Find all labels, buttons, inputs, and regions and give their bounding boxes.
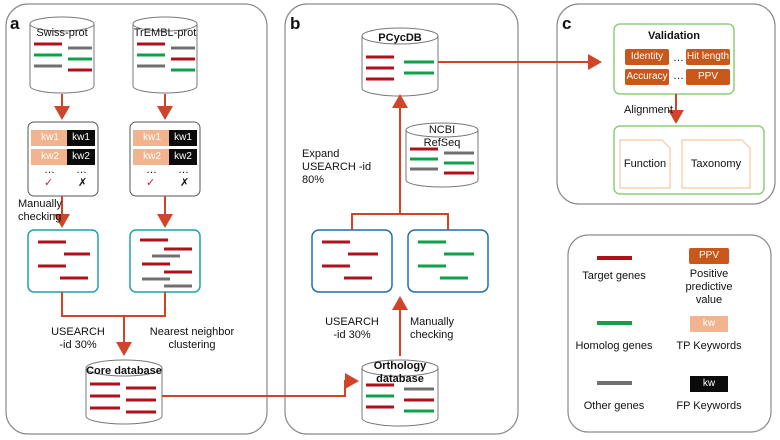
gene-box-right bbox=[129, 229, 201, 293]
kw2-tp-left: kw2 bbox=[31, 149, 69, 165]
hit-length-pill: Hit length bbox=[686, 49, 730, 65]
dots-c-1: … bbox=[673, 52, 684, 64]
ncbi-refseq-cylinder bbox=[405, 122, 479, 188]
usearch-label-a: USEARCH -id 30% bbox=[51, 326, 105, 351]
pcycdb-label: PCycDB bbox=[378, 32, 422, 44]
check-mark-right: ✓ bbox=[146, 177, 156, 189]
legend-tp-badge: kw bbox=[690, 316, 728, 332]
panel-b-arrows bbox=[351, 54, 602, 356]
legend-homolog-label: Homolog genes bbox=[575, 340, 653, 352]
kw1-fp-right: kw1 bbox=[169, 130, 197, 146]
expand-usearch-label: Expand USEARCH -id 80% bbox=[302, 148, 372, 186]
function-doc-icon bbox=[619, 139, 671, 189]
swiss-prot-label: Swiss-prot bbox=[36, 27, 88, 39]
pcycdb-cylinder bbox=[361, 27, 439, 97]
legend-target-label: Target genes bbox=[582, 270, 646, 282]
panel-label-a: a bbox=[10, 14, 20, 33]
legend-fp-desc: FP Keywords bbox=[676, 400, 742, 412]
panel-a-arrows bbox=[54, 94, 359, 397]
legend-frame bbox=[567, 234, 772, 433]
legend-tp-desc: TP Keywords bbox=[676, 340, 742, 352]
gene-box-target bbox=[311, 229, 393, 293]
panel-c-frame bbox=[556, 3, 776, 205]
core-database-label: Core database bbox=[86, 365, 162, 377]
panel-a-frame bbox=[5, 3, 268, 435]
alignment-label: Alignment bbox=[624, 104, 673, 116]
accuracy-pill: Accuracy bbox=[625, 69, 669, 85]
kw2-fp-left: kw2 bbox=[67, 149, 95, 165]
gene-box-homolog bbox=[407, 229, 489, 293]
taxonomy-label: Taxonomy bbox=[690, 158, 742, 170]
dots-right-2: … bbox=[178, 164, 189, 176]
gene-box-left bbox=[27, 229, 99, 293]
identity-pill: Identity bbox=[625, 49, 669, 65]
panel-b-frame bbox=[284, 3, 519, 435]
kw2-fp-right: kw2 bbox=[169, 149, 197, 165]
cross-mark-left: ✗ bbox=[78, 177, 88, 189]
orthology-database-label: Orthology database bbox=[373, 360, 427, 385]
kw1-tp-right: kw1 bbox=[133, 130, 171, 146]
check-mark-left: ✓ bbox=[44, 177, 54, 189]
ncbi-refseq-label: NCBI RefSeq bbox=[423, 124, 461, 149]
trembl-prot-cylinder bbox=[132, 16, 198, 94]
legend-other-label: Other genes bbox=[583, 400, 645, 412]
dots-right-1: … bbox=[146, 164, 157, 176]
kw2-tp-right: kw2 bbox=[133, 149, 171, 165]
legend-ppv-desc: Positive predictive value bbox=[685, 268, 733, 306]
core-database-cylinder bbox=[85, 359, 163, 425]
function-label: Function bbox=[623, 158, 667, 170]
trembl-prot-label: TrEMBL-prot bbox=[133, 27, 197, 39]
kw1-tp-left: kw1 bbox=[31, 130, 69, 146]
nearest-neighbor-label: Nearest neighbor clustering bbox=[149, 326, 235, 351]
dots-left-1: … bbox=[44, 164, 55, 176]
usearch-label-b: USEARCH -id 30% bbox=[325, 316, 379, 341]
ppv-pill: PPV bbox=[686, 69, 730, 85]
panel-label-b: b bbox=[290, 14, 301, 33]
legend-ppv-badge: PPV bbox=[689, 248, 729, 264]
manually-checking-label-a: Manually checking bbox=[18, 198, 63, 223]
orthology-database-cylinder bbox=[361, 359, 439, 427]
legend-fp-badge: kw bbox=[690, 376, 728, 392]
validation-title: Validation bbox=[648, 30, 700, 42]
cross-mark-right: ✗ bbox=[180, 177, 190, 189]
dots-left-2: … bbox=[76, 164, 87, 176]
panel-label-c: c bbox=[562, 14, 572, 33]
taxonomy-doc-icon bbox=[681, 139, 751, 189]
dots-c-2: … bbox=[673, 70, 684, 82]
swiss-prot-cylinder bbox=[29, 16, 95, 94]
kw1-fp-left: kw1 bbox=[67, 130, 95, 146]
manually-checking-label-b: Manually checking bbox=[410, 316, 455, 341]
